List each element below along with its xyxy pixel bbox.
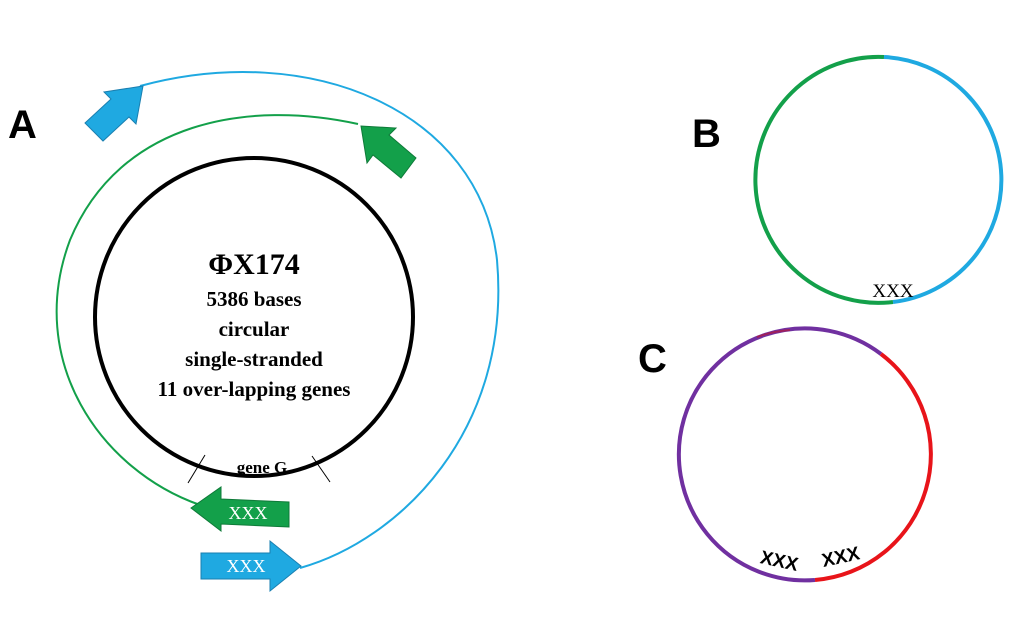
panel-a-letter: A — [8, 103, 37, 147]
panel-c-mark-left: XXX — [758, 547, 800, 576]
panel-c-overlap-tint — [756, 329, 791, 338]
genome-fact-genes: 11 over-lapping genes — [158, 377, 351, 401]
blue-strand-arc — [139, 71, 500, 569]
gene-g-right-boundary — [311, 455, 331, 483]
panel-a: A ΦX174 5386 bases circular single-stran… — [8, 71, 500, 593]
blue-direction-arrow-icon — [84, 85, 144, 142]
genome-fact-strandedness: single-stranded — [185, 347, 323, 371]
blue-arrow-label: XXX — [227, 556, 266, 576]
genome-name: ΦX174 — [208, 248, 300, 281]
panel-b-letter: B — [692, 112, 721, 156]
genome-fact-topology: circular — [219, 317, 290, 341]
gene-g-label: gene G — [237, 458, 288, 477]
panel-b-green-arc — [753, 54, 894, 305]
panel-b-mark: XXX — [872, 281, 913, 302]
panel-b-blue-arc — [883, 55, 1004, 304]
panel-c-letter: C — [638, 337, 667, 381]
genome-fact-length: 5386 bases — [206, 287, 301, 311]
green-arrow-label: XXX — [229, 503, 268, 523]
green-direction-arrow-icon — [360, 125, 417, 179]
panel-c-red-arc — [814, 352, 933, 582]
panel-c: C XXX XXX — [638, 326, 933, 583]
gene-g-left-boundary — [187, 454, 206, 484]
blue-xxx-arrow-icon — [200, 539, 302, 593]
green-strand-arc — [55, 114, 359, 506]
panel-b: B XXX — [692, 54, 1004, 305]
green-xxx-arrow-icon — [190, 486, 290, 533]
panel-c-mark-right: XXX — [820, 543, 862, 572]
genome-circle — [93, 156, 415, 478]
panel-c-purple-arc — [676, 326, 883, 583]
